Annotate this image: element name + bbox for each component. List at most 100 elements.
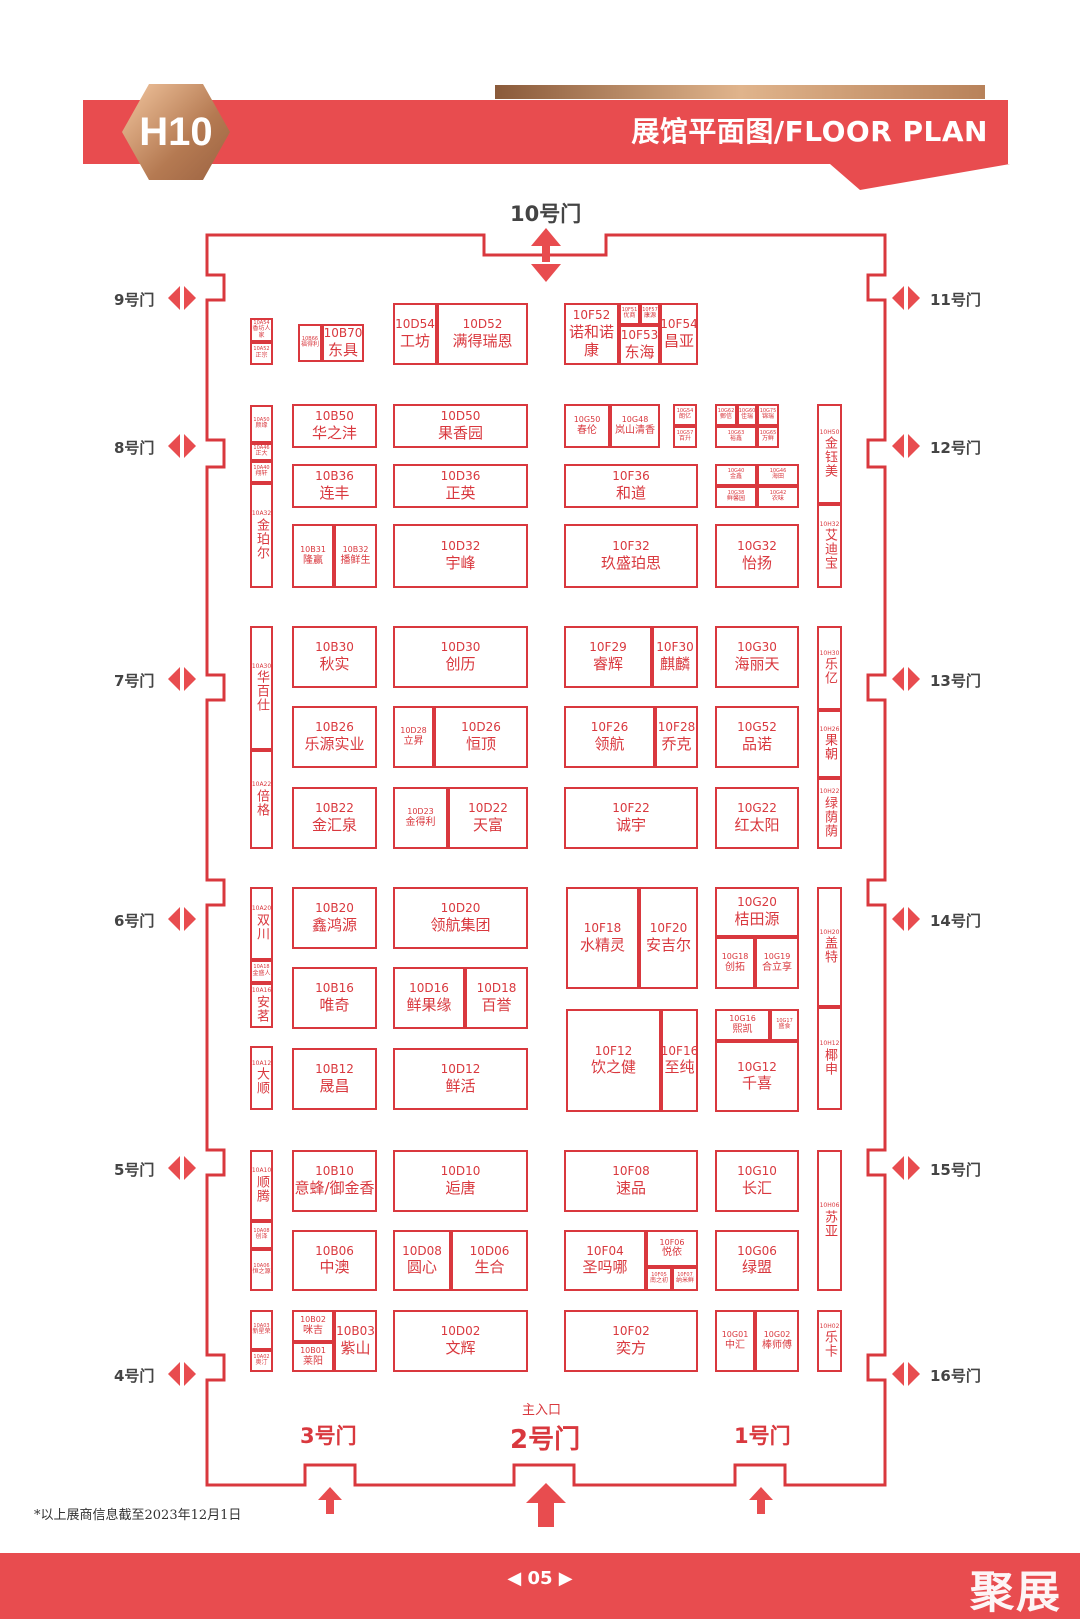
booth-10f57[interactable]: 10F57康源: [640, 303, 660, 325]
booth-10f08[interactable]: 10F08速品: [564, 1150, 698, 1212]
booth-10f29[interactable]: 10F29睿辉: [564, 626, 652, 688]
booth-10b20[interactable]: 10B20鑫鸿源: [292, 887, 377, 949]
booth-10g48[interactable]: 10G48岚山清香: [610, 404, 660, 448]
booth-10h22[interactable]: 10H22绿荫荫: [817, 778, 842, 849]
booth-10b03[interactable]: 10B03紫山: [334, 1310, 377, 1372]
booth-10g50[interactable]: 10G50春伦: [564, 404, 610, 448]
booth-10g18[interactable]: 10G18创拓: [715, 937, 755, 989]
booth-10d52[interactable]: 10D52满得瑞恩: [437, 303, 528, 365]
booth-10b30[interactable]: 10B30秋实: [292, 626, 377, 688]
booth-10b16[interactable]: 10B16唯奇: [292, 967, 377, 1029]
booth-10a03[interactable]: 10A03新星荣: [250, 1310, 273, 1350]
booth-10h06[interactable]: 10H06苏亚: [817, 1150, 842, 1291]
booth-10b36[interactable]: 10B36连丰: [292, 464, 377, 508]
booth-10b10[interactable]: 10B10意蜂/御金香: [292, 1150, 377, 1212]
booth-10b66[interactable]: 10B66福得利: [298, 324, 322, 362]
booth-10a10[interactable]: 10A10顺腾: [250, 1150, 273, 1221]
booth-10f28[interactable]: 10F28乔克: [655, 706, 698, 768]
booth-10b32[interactable]: 10B32播鲜生: [334, 524, 377, 588]
booth-10f22[interactable]: 10F22诚宇: [564, 787, 698, 849]
booth-10g06[interactable]: 10G06绿盟: [715, 1230, 799, 1291]
booth-10g60[interactable]: 10G60佳瑞: [737, 404, 757, 426]
booth-10g22[interactable]: 10G22红太阳: [715, 787, 799, 849]
booth-10g57[interactable]: 10G57百升: [673, 426, 697, 448]
booth-10a30[interactable]: 10A30华百仕: [250, 626, 273, 750]
booth-10a40[interactable]: 10A40翔轩: [250, 461, 273, 483]
booth-10d23[interactable]: 10D23金得利: [393, 787, 448, 849]
booth-10d02[interactable]: 10D02文辉: [393, 1310, 528, 1372]
booth-10d12[interactable]: 10D12鲜活: [393, 1048, 528, 1110]
booth-10g01[interactable]: 10G01中汇: [715, 1310, 755, 1372]
booth-10f16[interactable]: 10F16至纯: [661, 1009, 698, 1112]
booth-10d32[interactable]: 10D32宇峰: [393, 524, 528, 588]
booth-10g17[interactable]: 10G17盛食: [770, 1009, 799, 1041]
booth-10d30[interactable]: 10D30创历: [393, 626, 528, 688]
booth-10a12[interactable]: 10A12大顺: [250, 1046, 273, 1110]
booth-10g75[interactable]: 10G75锦瑞: [757, 404, 779, 426]
booth-10d54[interactable]: 10D54工坊: [393, 303, 437, 365]
booth-10f54[interactable]: 10F54昌亚: [660, 303, 698, 365]
booth-10a32[interactable]: 10A32金珀尔: [250, 483, 273, 588]
booth-10d26[interactable]: 10D26恒顶: [434, 706, 528, 768]
booth-10g63[interactable]: 10G63裕鑫: [715, 426, 757, 448]
booth-10d20[interactable]: 10D20领航集团: [393, 887, 528, 949]
booth-10h50[interactable]: 10H50金钰美: [817, 404, 842, 504]
booth-10h12[interactable]: 10H12椰申: [817, 1007, 842, 1110]
booth-10f36[interactable]: 10F36和道: [564, 464, 698, 508]
booth-10f18[interactable]: 10F18水精灵: [566, 887, 639, 989]
booth-10a02[interactable]: 10A02奥汀: [250, 1350, 273, 1372]
booth-10f12[interactable]: 10F12饮之健: [566, 1009, 661, 1112]
booth-10f05[interactable]: 10F05南之初: [646, 1267, 672, 1291]
booth-10f07[interactable]: 10F07纳米鲜: [672, 1267, 698, 1291]
booth-10d08[interactable]: 10D08圆心: [393, 1230, 451, 1291]
booth-10g38[interactable]: 10G38鲜馨园: [715, 486, 757, 508]
booth-10g42[interactable]: 10G42农味: [757, 486, 799, 508]
booth-10a52[interactable]: 10A52正宗: [250, 342, 273, 365]
booth-10a46[interactable]: 10A46正大: [250, 443, 273, 461]
booth-10d36[interactable]: 10D36正英: [393, 464, 528, 508]
booth-10a18[interactable]: 10A18金盛人: [250, 960, 273, 983]
booth-10a06[interactable]: 10A06恒之源: [250, 1249, 273, 1291]
booth-10f06[interactable]: 10F06悦依: [646, 1230, 698, 1267]
booth-10a16[interactable]: 10A16安茗: [250, 983, 273, 1028]
booth-10b70[interactable]: 10B70东具: [322, 324, 364, 362]
booth-10b50[interactable]: 10B50华之沣: [292, 404, 377, 448]
booth-10g52[interactable]: 10G52品诺: [715, 706, 799, 768]
booth-10d22[interactable]: 10D22天富: [448, 787, 528, 849]
booth-10d16[interactable]: 10D16鲜果缘: [393, 967, 465, 1029]
booth-10g12[interactable]: 10G12千喜: [715, 1041, 799, 1112]
booth-10d28[interactable]: 10D28立昇: [393, 706, 434, 768]
booth-10f20[interactable]: 10F20安吉尔: [639, 887, 698, 989]
booth-10a50[interactable]: 10A50颜缘: [250, 405, 273, 443]
booth-10b06[interactable]: 10B06中澳: [292, 1230, 377, 1291]
booth-10g40[interactable]: 10G40金鑫: [715, 464, 757, 486]
booth-10a20[interactable]: 10A20双川: [250, 887, 273, 960]
booth-10f04[interactable]: 10F04圣吗哪: [564, 1230, 646, 1291]
booth-10h26[interactable]: 10H26果朝: [817, 710, 842, 778]
booth-10h20[interactable]: 10H20盖特: [817, 887, 842, 1007]
booth-10f53[interactable]: 10F53东海: [619, 325, 660, 365]
booth-10g10[interactable]: 10G10长汇: [715, 1150, 799, 1212]
booth-10g32[interactable]: 10G32怡扬: [715, 524, 799, 588]
booth-10d06[interactable]: 10D06生合: [451, 1230, 528, 1291]
booth-10g62[interactable]: 10G62鄄信: [715, 404, 737, 426]
booth-10b12[interactable]: 10B12晟昌: [292, 1048, 377, 1110]
booth-10g46[interactable]: 10G46海田: [757, 464, 799, 486]
booth-10g19[interactable]: 10G19合立享: [755, 937, 799, 989]
booth-10b22[interactable]: 10B22金汇泉: [292, 787, 377, 849]
booth-10b26[interactable]: 10B26乐源实业: [292, 706, 377, 768]
booth-10a54[interactable]: 10A54香坊人家: [250, 318, 273, 342]
booth-10g30[interactable]: 10G30海丽天: [715, 626, 799, 688]
booth-10b01[interactable]: 10B01莱阳: [292, 1342, 334, 1372]
booth-10h02[interactable]: 10H02乐卡: [817, 1310, 842, 1372]
booth-10f32[interactable]: 10F32玖盛珀思: [564, 524, 698, 588]
booth-10f52[interactable]: 10F52诺和诺康: [564, 303, 619, 365]
booth-10d50[interactable]: 10D50果香园: [393, 404, 528, 448]
booth-10g02[interactable]: 10G02棒师傅: [755, 1310, 799, 1372]
booth-10d18[interactable]: 10D18百誉: [465, 967, 528, 1029]
booth-10h30[interactable]: 10H30乐亿: [817, 626, 842, 710]
booth-10a22[interactable]: 10A22倍格: [250, 750, 273, 849]
booth-10f02[interactable]: 10F02奕方: [564, 1310, 698, 1372]
booth-10f26[interactable]: 10F26领航: [564, 706, 655, 768]
booth-10f51[interactable]: 10F51优商: [619, 303, 640, 325]
